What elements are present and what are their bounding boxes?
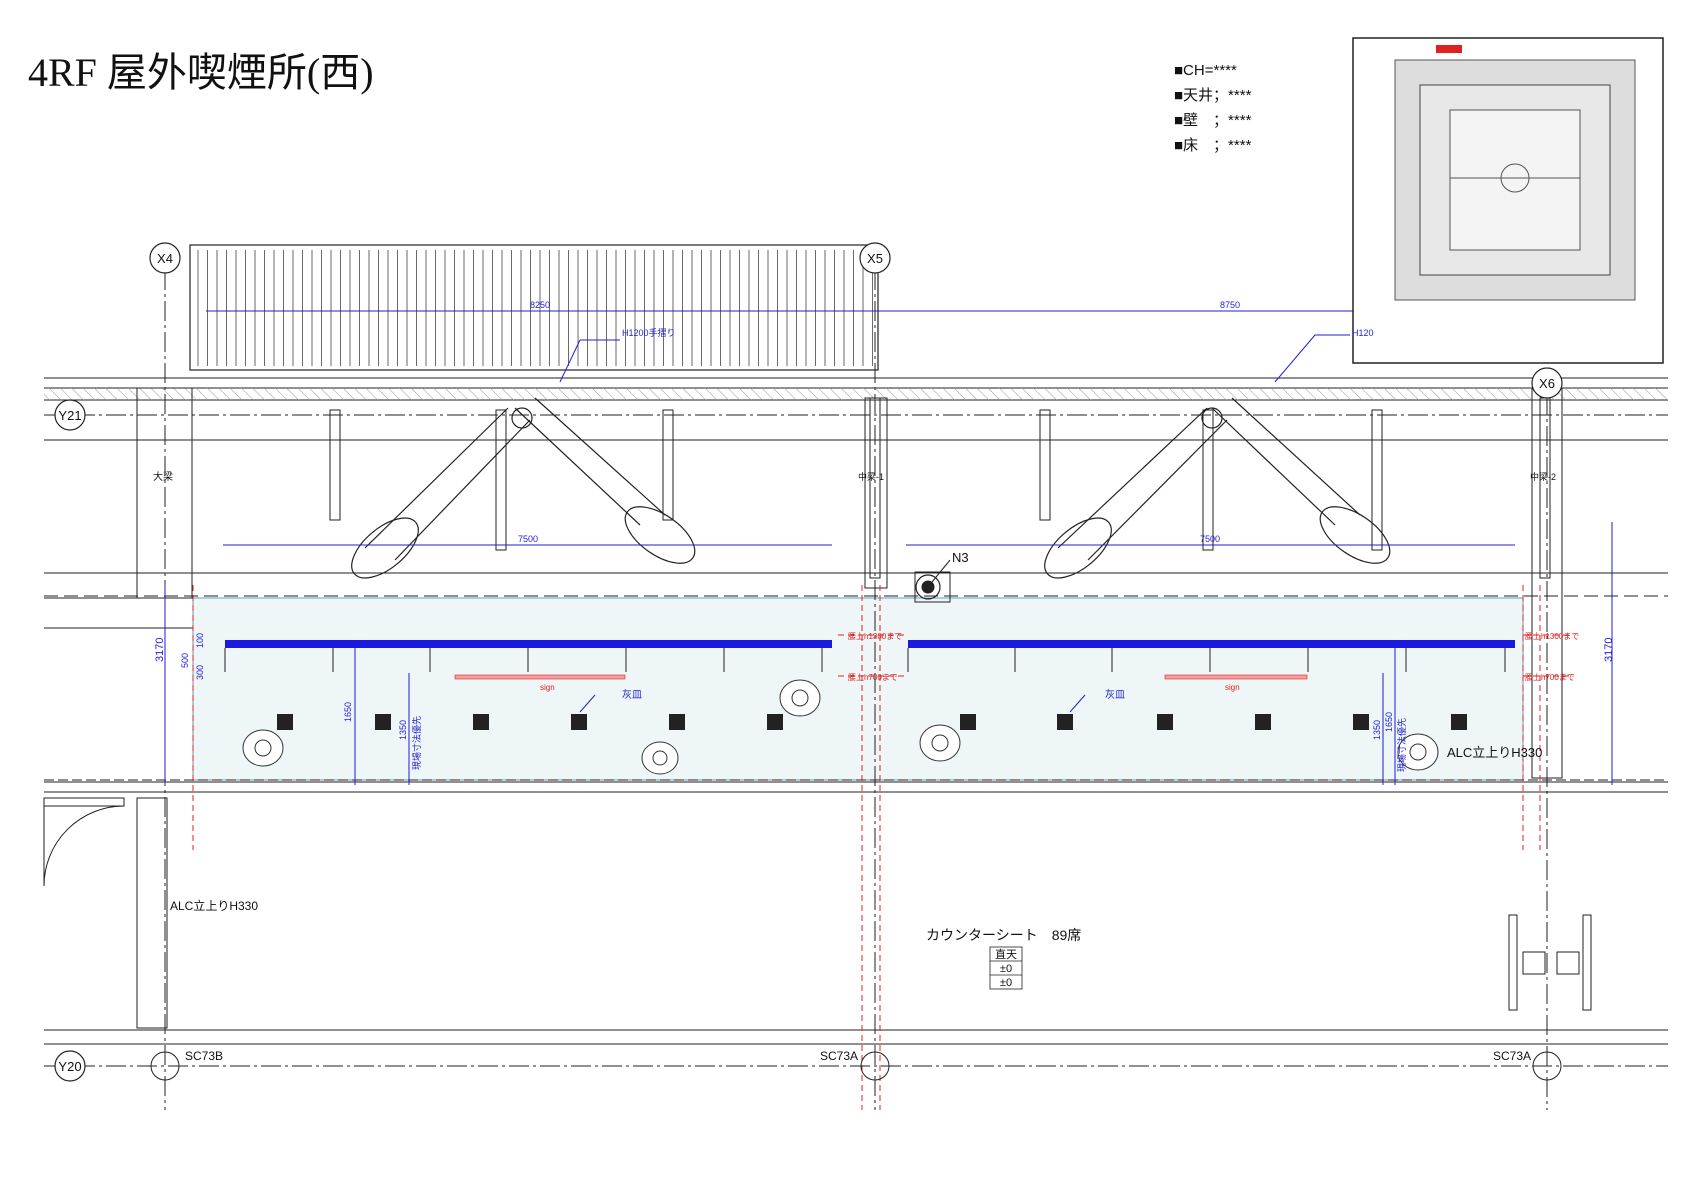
grid-label-y21: Y21 xyxy=(58,408,81,423)
ashtray-6 xyxy=(767,714,783,730)
key-plan xyxy=(1352,37,1664,364)
dim-depth-left: 3170 xyxy=(154,638,166,662)
purlin xyxy=(869,397,881,579)
height-700-mid: 腰上h700まで xyxy=(848,673,898,682)
purlin xyxy=(662,409,674,521)
ashtray-3 xyxy=(473,714,489,730)
ashtray-11 xyxy=(1353,714,1369,730)
counter-right xyxy=(908,640,1515,648)
alc-label-left: ALC立上りH330 xyxy=(170,898,258,913)
sign-label-left: sign xyxy=(540,683,555,692)
dim-bay-left: 7500 xyxy=(518,534,538,544)
beam-label-main: 大梁 xyxy=(153,470,173,483)
handrail-label: H1200手摺り xyxy=(622,327,676,338)
ashtray-4 xyxy=(571,714,587,730)
site-note-left: 現場寸法優先 xyxy=(411,716,422,770)
door xyxy=(43,797,125,887)
counter-left xyxy=(225,640,832,648)
ashtray-1 xyxy=(277,714,293,730)
ashtray-5 xyxy=(669,714,685,730)
structure-lines xyxy=(44,270,1668,1110)
dim-1350-right: 1350 xyxy=(1372,720,1382,740)
dim-1350-left: 1350 xyxy=(398,720,408,740)
ashtray-label-left: 灰皿 xyxy=(622,688,642,701)
drawing-title: 4RF 屋外喫煙所(西) xyxy=(28,50,374,95)
site-note-right: 現場寸法優先 xyxy=(1396,718,1407,772)
grid-label-x6: X6 xyxy=(1539,376,1555,391)
dim-500: 500 xyxy=(180,653,190,668)
beam-label-mid2: 中梁-2 xyxy=(1530,471,1556,482)
ashtrays xyxy=(277,714,1467,730)
smoking-area xyxy=(192,597,1524,781)
n3-label: N3 xyxy=(952,550,969,565)
dim-top-right: 8750 xyxy=(1220,300,1240,310)
fixtures xyxy=(1508,914,1592,1011)
beam-label-mid1: 中梁-1 xyxy=(858,471,884,482)
dim-top-left: 8250 xyxy=(530,300,550,310)
dim-depth-right: 3170 xyxy=(1603,638,1615,662)
ashtray-label-right: 灰皿 xyxy=(1105,688,1125,701)
ashtray-9 xyxy=(1157,714,1173,730)
sc-label-a2: SC73A xyxy=(1493,1049,1531,1063)
dim-bay-right: 7500 xyxy=(1200,534,1220,544)
purlin xyxy=(1539,397,1551,579)
grid-label-x5: X5 xyxy=(867,251,883,266)
height-1300-mid: 腰上h1300まで xyxy=(848,632,902,641)
ashtray-10 xyxy=(1255,714,1271,730)
counters xyxy=(224,640,1515,672)
people xyxy=(242,679,1439,775)
ashtray-8 xyxy=(1057,714,1073,730)
purlin xyxy=(329,409,341,521)
handrail-label-right: H120 xyxy=(1352,328,1374,338)
dim-100: 100 xyxy=(195,633,205,648)
height-700-right: 腰上h700まで xyxy=(1525,673,1575,682)
legend-ch: ■CH=**** xyxy=(1174,62,1237,79)
dim-300: 300 xyxy=(195,665,205,680)
grid-bubbles xyxy=(54,242,1563,1082)
grid-label-x4: X4 xyxy=(157,251,173,266)
height-1300-right: 腰上h1300まで xyxy=(1525,632,1579,641)
level-1: ±0 xyxy=(1000,963,1012,975)
finish-legend: ■CH=**** ■天井；**** ■壁 ；**** ■床 ；**** xyxy=(1174,58,1251,158)
grid-label-y20: Y20 xyxy=(58,1059,81,1074)
deck-louvers xyxy=(189,244,879,371)
sign-bars xyxy=(454,674,1308,680)
dim-1650-left: 1650 xyxy=(343,702,353,722)
level-2: ±0 xyxy=(1000,977,1012,989)
alc-label-right: ALC立上りH330 xyxy=(1447,745,1542,760)
ceiling-head: 直天 xyxy=(995,947,1017,961)
ashtray-7 xyxy=(960,714,976,730)
sc-label-b: SC73B xyxy=(185,1049,223,1063)
purlin xyxy=(1039,409,1051,521)
sign-label-right: sign xyxy=(1225,683,1240,692)
counter-seat-label: カウンターシート 89席 xyxy=(926,927,1081,943)
purlin xyxy=(495,409,507,551)
sc-label-a1: SC73A xyxy=(820,1049,858,1063)
red-guides xyxy=(192,585,1570,1110)
legend-floor: ■床 ；**** xyxy=(1174,137,1252,154)
legend-wall: ■壁 ；**** xyxy=(1174,112,1252,129)
ashtray-2 xyxy=(375,714,391,730)
purlins xyxy=(329,397,1551,579)
purlin xyxy=(1202,409,1214,551)
n3-drain xyxy=(914,559,951,603)
ducts xyxy=(351,397,1391,579)
legend-ceiling: ■天井；**** xyxy=(1174,87,1252,104)
ashtray-12 xyxy=(1451,714,1467,730)
dim-1650-right: 1650 xyxy=(1384,712,1394,732)
parapet-hatch xyxy=(44,388,1668,400)
sc-columns xyxy=(150,1051,1562,1081)
purlin xyxy=(1371,409,1383,551)
